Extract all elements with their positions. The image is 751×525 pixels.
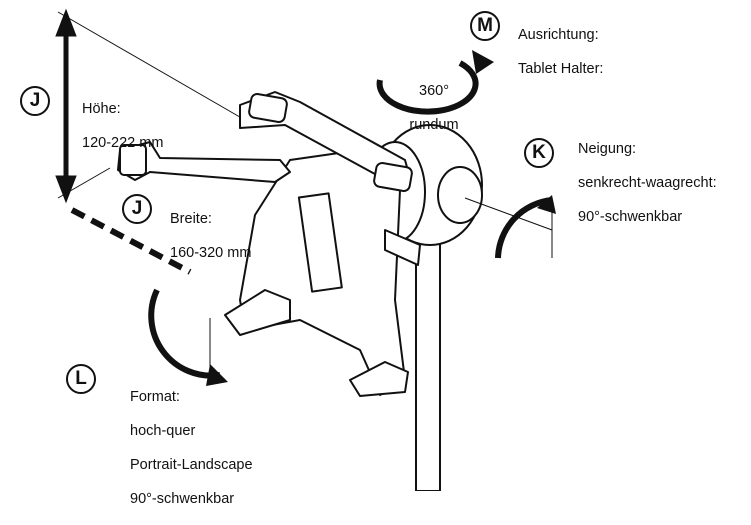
rotation-label: 360° rundum [398, 66, 470, 151]
height-value: 120-222 mm [82, 135, 164, 151]
width-label: Breite: 160-320 mm [170, 194, 251, 279]
tilt-label: Neigung: senkrecht-waagrecht: 90°-schwen… [578, 124, 717, 243]
tablet-holder-body [117, 91, 483, 397]
badge-format-l: L [66, 364, 96, 394]
format-label: Format: hoch-quer Portrait-Landscape 90°… [130, 372, 253, 525]
width-dimension-arrow [70, 207, 192, 275]
height-title: Höhe: [82, 101, 121, 117]
tilt-line1: senkrecht-waagrecht: [578, 175, 717, 191]
tablet-holder-diagram [55, 8, 556, 491]
rotation-arc [376, 50, 494, 115]
width-title: Breite: [170, 211, 212, 227]
mounting-pole [415, 229, 441, 491]
rotation-angle: 360° [419, 83, 449, 99]
badge-height-j: J [20, 86, 50, 116]
badge-width-j: J [122, 194, 152, 224]
width-value: 160-320 mm [170, 245, 252, 261]
format-title: Format: [130, 389, 180, 405]
tilt-title: Neigung: [578, 141, 637, 157]
height-label: Höhe: 120-222 mm [82, 84, 163, 169]
badge-tilt-k: K [524, 138, 554, 168]
height-dimension-arrow [55, 8, 246, 204]
format-line1: hoch-quer [130, 423, 196, 439]
format-line2: Portrait-Landscape [130, 457, 253, 473]
badge-orientation-m: M [470, 11, 500, 41]
tilt-arc [464, 195, 556, 259]
orientation-value: Tablet Halter: [518, 61, 604, 77]
rotation-text: rundum [409, 117, 459, 133]
orientation-title: Ausrichtung: [518, 27, 599, 43]
tilt-line2: 90°-schwenkbar [578, 209, 683, 225]
format-line3: 90°-schwenkbar [130, 491, 235, 507]
orientation-label: Ausrichtung: Tablet Halter: [518, 10, 603, 95]
format-arc [148, 288, 228, 386]
